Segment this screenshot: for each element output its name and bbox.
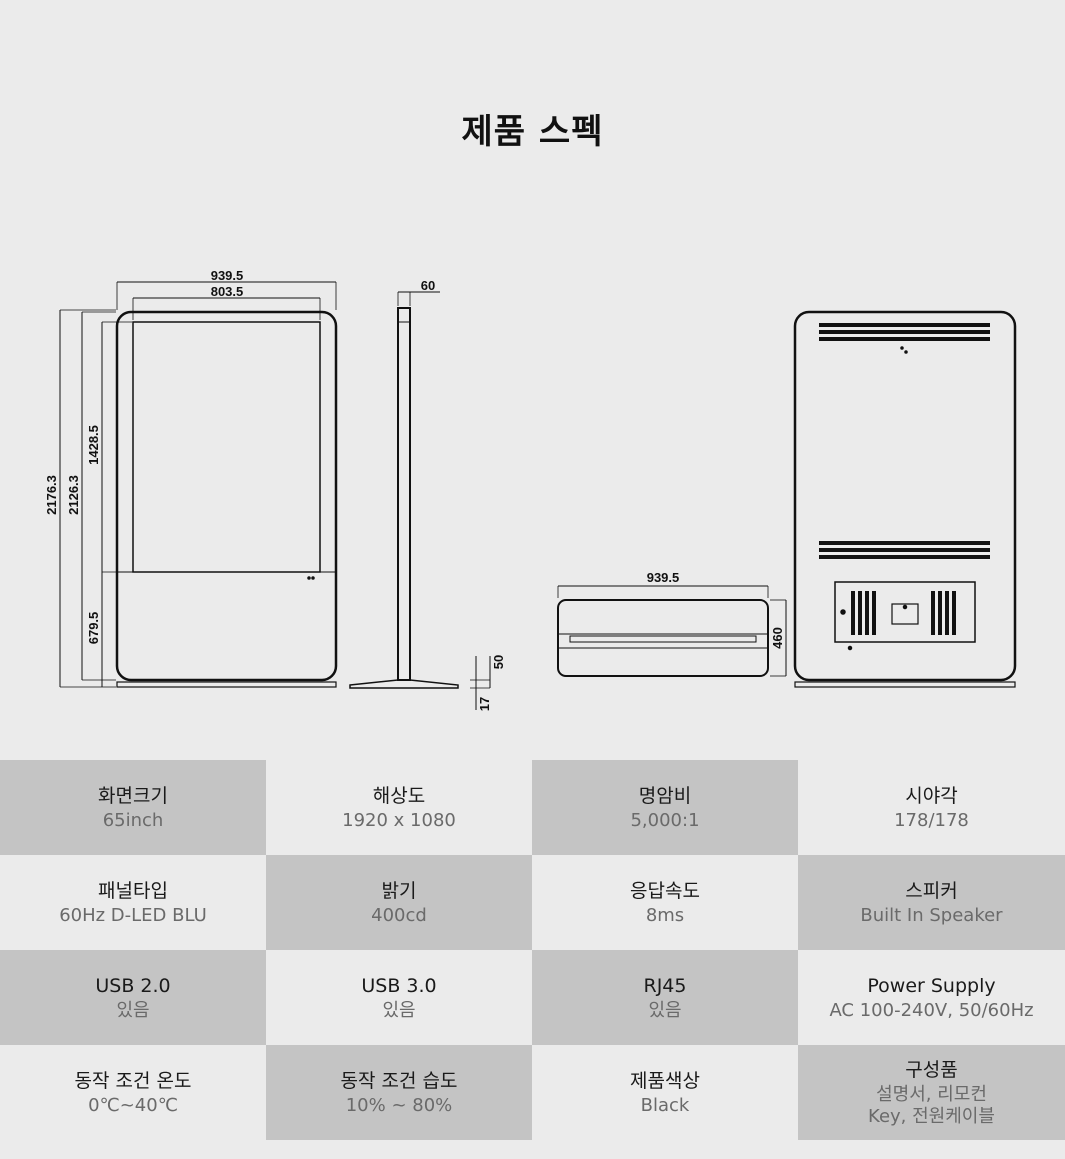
spec-value: 65inch bbox=[102, 809, 164, 831]
spec-cell-speaker: 스피커 Built In Speaker bbox=[798, 855, 1065, 950]
spec-label: 스피커 bbox=[905, 879, 958, 902]
spec-value: 178/178 bbox=[894, 809, 969, 831]
spec-value: 있음 bbox=[648, 999, 682, 1021]
spec-cell-panel-type: 패널타입 60Hz D-LED BLU bbox=[0, 855, 266, 950]
spec-label: 동작 조건 습도 bbox=[340, 1069, 458, 1092]
spec-label: 동작 조건 온도 bbox=[74, 1069, 192, 1092]
spec-value: 10% ~ 80% bbox=[345, 1094, 453, 1116]
spec-label: RJ45 bbox=[643, 974, 687, 997]
front-body-outline bbox=[115, 310, 338, 682]
spec-value: 있음 bbox=[116, 999, 150, 1021]
back-bottom-vent bbox=[819, 541, 990, 559]
side-body bbox=[397, 307, 411, 681]
dim-front-outer-width: 939.5 bbox=[211, 268, 244, 283]
spec-value: Black bbox=[640, 1094, 690, 1116]
spec-cell-resolution: 해상도 1920 x 1080 bbox=[266, 760, 532, 855]
spec-cell-contrast: 명암비 5,000:1 bbox=[532, 760, 798, 855]
dim-base-gap: 17 bbox=[477, 697, 492, 711]
spec-label: 응답속도 bbox=[630, 879, 700, 902]
spec-cell-usb2: USB 2.0 있음 bbox=[0, 950, 266, 1045]
spec-value: 1920 x 1080 bbox=[342, 809, 456, 831]
spec-cell-humidity: 동작 조건 습도 10% ~ 80% bbox=[266, 1045, 532, 1140]
dim-lower-height: 679.5 bbox=[86, 612, 101, 645]
spec-value: 설명서, 리모컨 Key, 전원케이블 bbox=[868, 1083, 995, 1127]
spec-label: 구성품 bbox=[905, 1058, 958, 1081]
dim-base-height: 50 bbox=[491, 655, 506, 669]
spec-cell-temperature: 동작 조건 온도 0℃~40℃ bbox=[0, 1045, 266, 1140]
spec-cell-rj45: RJ45 있음 bbox=[532, 950, 798, 1045]
spec-label: 시야각 bbox=[905, 784, 958, 807]
dim-top-depth: 460 bbox=[770, 627, 785, 649]
io-panel-vents bbox=[851, 591, 956, 635]
spec-cell-viewing-angle: 시야각 178/178 bbox=[798, 760, 1065, 855]
spec-value: 있음 bbox=[382, 999, 416, 1021]
dim-screen-height: 1428.5 bbox=[86, 425, 101, 465]
spec-value: 5,000:1 bbox=[630, 809, 700, 831]
spec-label: USB 3.0 bbox=[361, 974, 437, 997]
spec-label: Power Supply bbox=[867, 974, 996, 997]
page-title: 제품 스펙 bbox=[461, 112, 604, 152]
technical-drawing: 939.5 803.5 60 2176.3 2126.3 1428.5 679.… bbox=[0, 260, 1065, 720]
spec-label: 화면크기 bbox=[98, 784, 168, 807]
spec-label: 명암비 bbox=[638, 784, 692, 807]
spec-label: 패널타입 bbox=[98, 879, 168, 902]
spec-value: 0℃~40℃ bbox=[88, 1094, 178, 1116]
spec-cell-components: 구성품 설명서, 리모컨 Key, 전원케이블 bbox=[798, 1045, 1065, 1140]
spec-value: 400cd bbox=[371, 904, 427, 926]
front-base bbox=[116, 681, 337, 688]
dim-top-width: 939.5 bbox=[647, 570, 680, 585]
dim-front-screen-width: 803.5 bbox=[211, 284, 244, 299]
spec-cell-response-time: 응답속도 8ms bbox=[532, 855, 798, 950]
top-view-body bbox=[557, 599, 769, 677]
back-body-outline bbox=[793, 310, 1017, 682]
spec-cell-brightness: 밝기 400cd bbox=[266, 855, 532, 950]
spec-label: 제품색상 bbox=[630, 1069, 700, 1092]
spec-label: USB 2.0 bbox=[95, 974, 171, 997]
back-top-vent bbox=[819, 323, 990, 341]
back-io-panel bbox=[834, 581, 976, 643]
back-base bbox=[794, 681, 1016, 688]
spec-cell-screen-size: 화면크기 65inch bbox=[0, 760, 266, 855]
spec-cell-power-supply: Power Supply AC 100-240V, 50/60Hz bbox=[798, 950, 1065, 1045]
spec-label: 해상도 bbox=[372, 784, 426, 807]
dim-total-height: 2176.3 bbox=[44, 475, 59, 515]
front-screen bbox=[132, 321, 321, 573]
spec-value: Built In Speaker bbox=[860, 904, 1003, 926]
spec-value: AC 100-240V, 50/60Hz bbox=[829, 999, 1034, 1021]
spec-cell-usb3: USB 3.0 있음 bbox=[266, 950, 532, 1045]
side-stand bbox=[349, 679, 459, 689]
spec-table: 화면크기 65inch 해상도 1920 x 1080 명암비 5,000:1 … bbox=[0, 760, 1065, 1140]
spec-cell-color: 제품색상 Black bbox=[532, 1045, 798, 1140]
spec-value: 60Hz D-LED BLU bbox=[59, 904, 207, 926]
spec-value: 8ms bbox=[645, 904, 685, 926]
spec-label: 밝기 bbox=[381, 879, 417, 902]
dim-body-height: 2126.3 bbox=[66, 475, 81, 515]
dim-side-depth: 60 bbox=[421, 278, 435, 293]
